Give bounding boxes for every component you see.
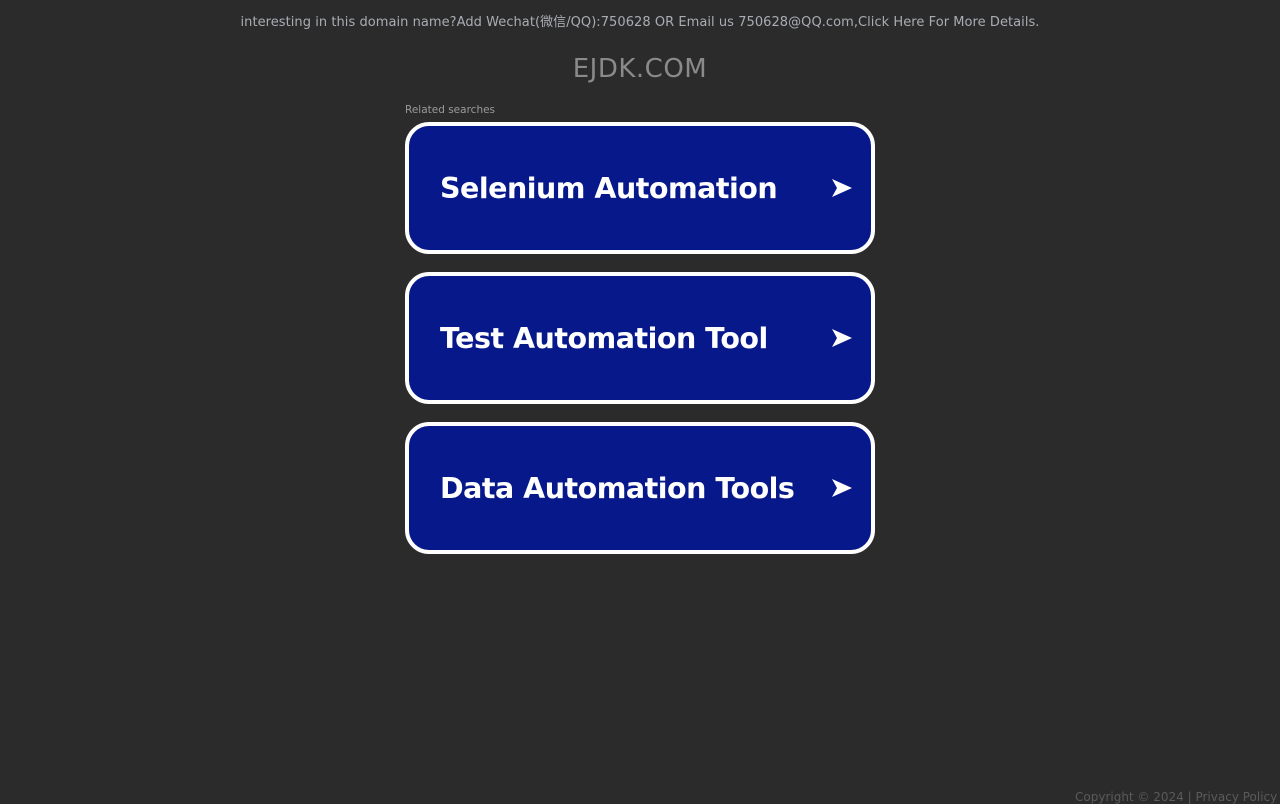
related-searches-label: Related searches [405, 104, 496, 116]
arrow-right-icon [832, 179, 852, 197]
related-search-button-selenium-automation[interactable]: Selenium Automation [405, 122, 875, 254]
arrow-right-icon [832, 479, 852, 497]
domain-title: EJDK.COM [572, 54, 708, 84]
related-search-label: Data Automation Tools [440, 471, 795, 505]
related-searches-list: Selenium Automation Test Automation Tool… [405, 122, 875, 572]
copyright-footer: Copyright © 2024 | Privacy Policy [1075, 790, 1278, 804]
arrow-right-icon [832, 329, 852, 347]
related-search-button-test-automation-tool[interactable]: Test Automation Tool [405, 272, 875, 404]
related-search-button-data-automation-tools[interactable]: Data Automation Tools [405, 422, 875, 554]
domain-inquiry-banner-link[interactable]: interesting in this domain name?Add Wech… [240, 15, 1040, 30]
related-search-label: Test Automation Tool [440, 321, 768, 355]
related-search-label: Selenium Automation [440, 171, 778, 205]
